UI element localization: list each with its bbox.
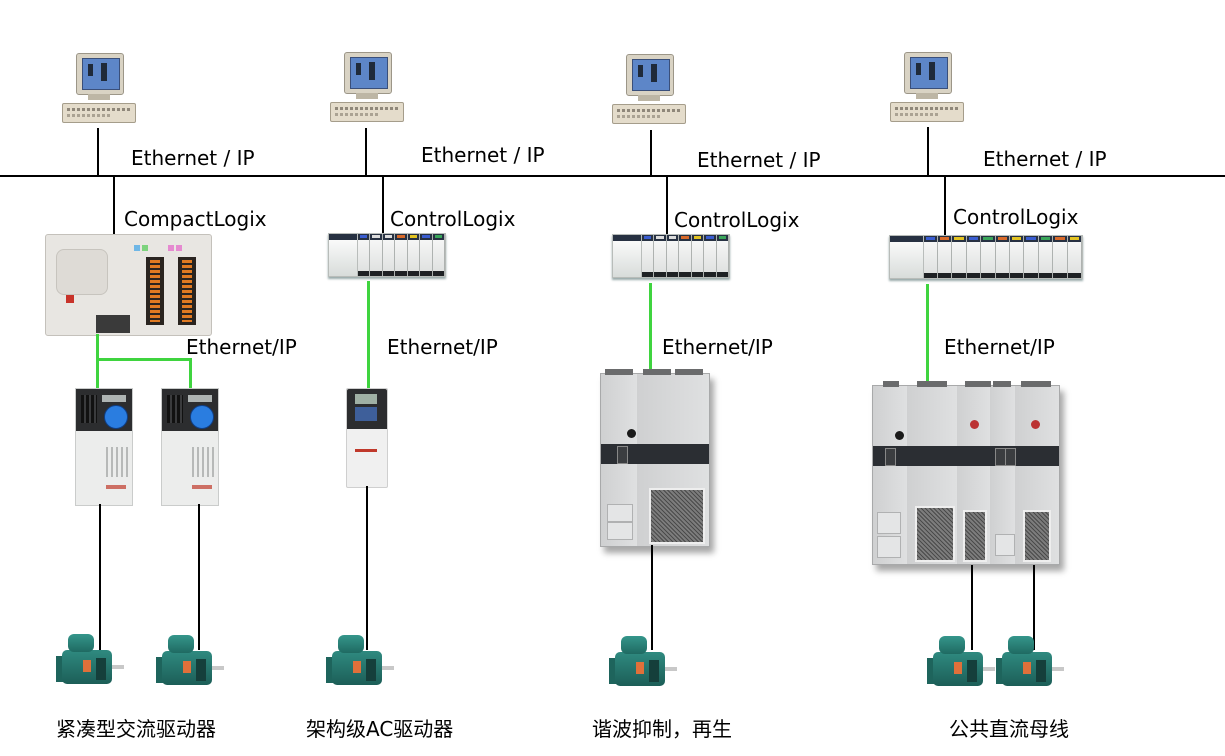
controllogix-rack-icon: [612, 234, 730, 278]
workstation-drop-line: [650, 130, 652, 176]
drive-ethernet-link: [367, 281, 370, 389]
controller-label-controllogix: ControlLogix: [953, 205, 1079, 229]
link-label: Ethernet/IP: [387, 335, 498, 359]
controller-drop-line: [666, 177, 668, 235]
controller-drop-line: [382, 177, 384, 234]
controller-label-controllogix: ControlLogix: [390, 207, 516, 231]
link-label: Ethernet/IP: [662, 335, 773, 359]
workstation-drop-line: [97, 128, 99, 176]
bus-label: Ethernet / IP: [131, 146, 255, 170]
link-label: Ethernet/IP: [186, 335, 297, 359]
motor-icon: [927, 634, 995, 692]
motor-cable: [366, 486, 368, 650]
controller-drop-line: [944, 177, 946, 235]
motor-cable: [1033, 565, 1035, 650]
drive-ethernet-link: [926, 284, 929, 386]
motor-cable: [971, 565, 973, 650]
caption-compact-ac-drives: 紧凑型交流驱动器: [56, 717, 216, 741]
controller-label-compactlogix: CompactLogix: [124, 207, 267, 231]
controller-drop-line: [113, 177, 115, 235]
workstation-drop-line: [927, 127, 929, 176]
motor-cable: [99, 504, 101, 650]
bus-label: Ethernet / IP: [697, 148, 821, 172]
motor-icon: [156, 633, 224, 691]
caption-architecture-ac-drives: 架构级AC驱动器: [306, 717, 454, 741]
drive-ethernet-link: [98, 358, 191, 361]
controllogix-rack-icon: [889, 235, 1083, 279]
powerflex-525-drive-icon: [161, 388, 219, 506]
caption-common-dc-bus: 公共直流母线: [949, 717, 1069, 741]
controller-label-controllogix: ControlLogix: [674, 208, 800, 232]
drive-ethernet-link: [96, 334, 99, 388]
drive-ethernet-link: [189, 358, 192, 388]
compactlogix-controller-icon: [45, 234, 212, 336]
powerflex-755-drive-icon: [346, 388, 388, 488]
motor-icon: [996, 634, 1064, 692]
controllogix-rack-icon: [328, 233, 446, 277]
cabinet-drive-icon: [600, 369, 710, 547]
computer-workstation-icon: [330, 52, 404, 124]
caption-harmonic-regen: 谐波抑制，再生: [592, 717, 732, 741]
computer-workstation-icon: [612, 54, 686, 126]
computer-workstation-icon: [890, 52, 964, 124]
drive-ethernet-link: [649, 283, 652, 373]
bus-label: Ethernet / IP: [983, 147, 1107, 171]
common-dc-bus-drive-lineup-icon: [872, 381, 1060, 565]
motor-icon: [56, 632, 124, 690]
computer-workstation-icon: [62, 53, 136, 125]
motor-icon: [326, 633, 394, 691]
motor-cable: [651, 545, 653, 650]
link-label: Ethernet/IP: [944, 335, 1055, 359]
motor-icon: [609, 634, 677, 692]
motor-cable: [198, 504, 200, 650]
powerflex-525-drive-icon: [75, 388, 133, 506]
workstation-drop-line: [365, 128, 367, 176]
ethernet-ip-bus-line: [0, 175, 1225, 177]
bus-label: Ethernet / IP: [421, 143, 545, 167]
